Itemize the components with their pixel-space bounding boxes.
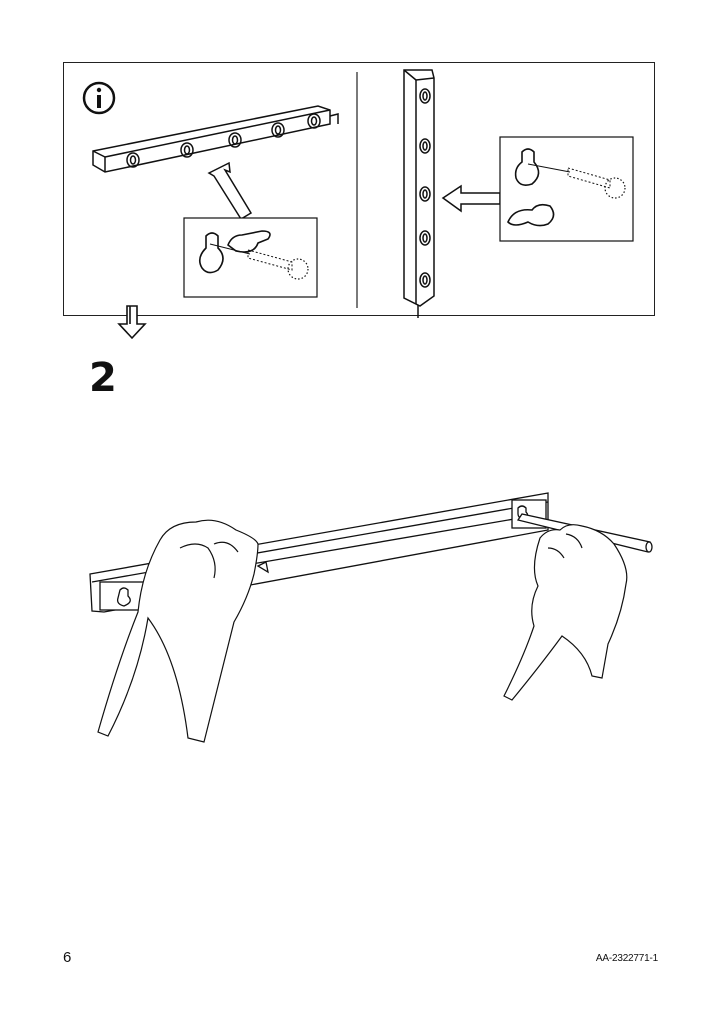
info-icon [82, 81, 116, 115]
screw-icon [527, 163, 626, 199]
page-number: 6 [63, 949, 72, 966]
down-arrow-icon [117, 305, 147, 340]
document-code: AA-2322771-1 [595, 953, 658, 964]
left-hand [97, 519, 259, 743]
step-number: 2 [89, 355, 117, 401]
led-strip-vertical [403, 69, 435, 318]
screw-icon [209, 243, 309, 280]
up-arrow-icon [207, 161, 253, 221]
detail-box-left [183, 217, 318, 298]
left-arrow-icon [441, 184, 501, 213]
info-panel [63, 62, 655, 316]
keyhole-icon [507, 148, 555, 227]
keyhole-icon [198, 230, 271, 274]
led-strip-horizontal [92, 105, 339, 173]
right-hand [503, 524, 628, 701]
